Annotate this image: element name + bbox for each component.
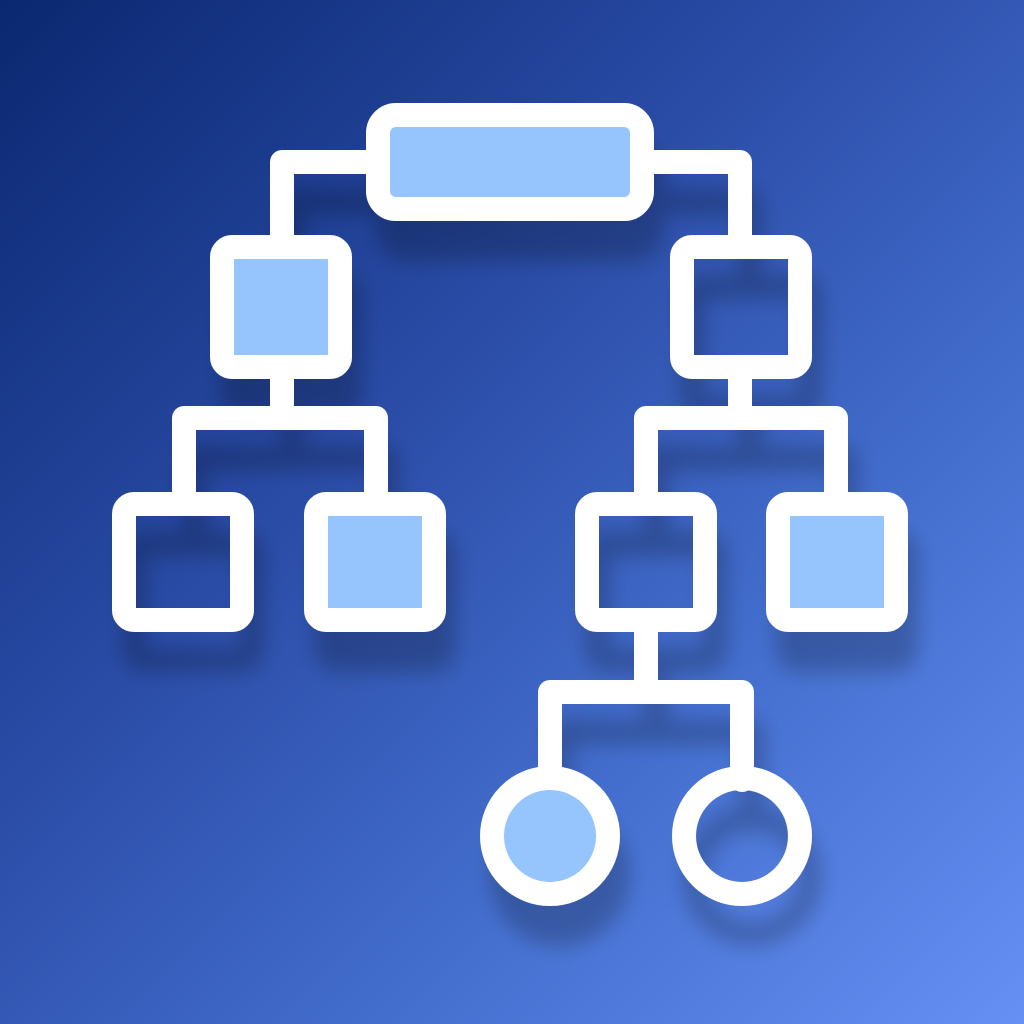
- circle-leaf-left-node: [480, 766, 620, 906]
- left-left-leaf-node: [112, 492, 254, 632]
- right-child-node: [670, 235, 812, 379]
- root-node: [366, 103, 654, 221]
- circle-leaf-right-node: [672, 766, 812, 906]
- right-left-child-node: [575, 492, 717, 632]
- left-child-node: [210, 235, 352, 379]
- right-right-leaf-node: [766, 492, 908, 632]
- left-right-leaf-node: [304, 492, 446, 632]
